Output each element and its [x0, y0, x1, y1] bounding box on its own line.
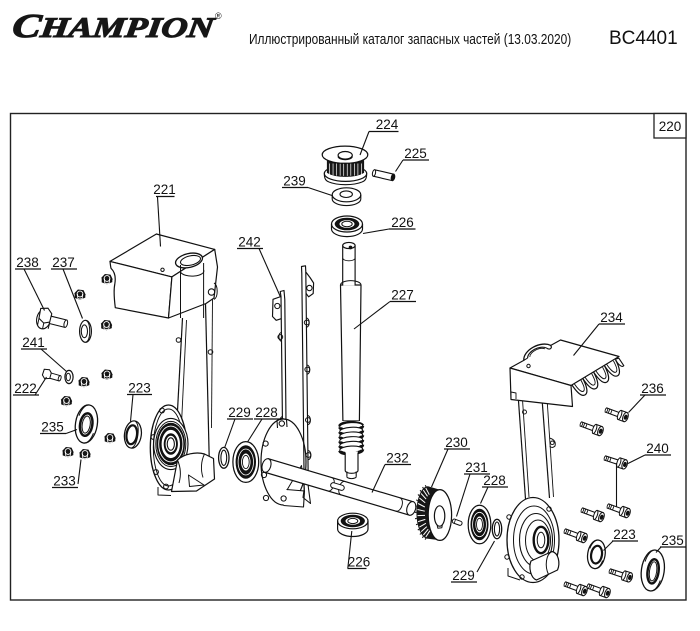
svg-text:223: 223 — [613, 527, 636, 542]
svg-text:222: 222 — [14, 381, 37, 396]
svg-text:238: 238 — [16, 255, 39, 270]
svg-text:231: 231 — [465, 460, 488, 475]
svg-text:227: 227 — [391, 288, 414, 303]
svg-text:228: 228 — [255, 405, 278, 420]
svg-text:221: 221 — [153, 182, 176, 197]
svg-text:226: 226 — [348, 555, 371, 570]
svg-text:240: 240 — [646, 441, 669, 456]
svg-text:234: 234 — [600, 310, 623, 325]
svg-text:237: 237 — [52, 255, 75, 270]
svg-text:225: 225 — [404, 146, 427, 161]
svg-text:226: 226 — [391, 215, 414, 230]
svg-text:233: 233 — [53, 474, 76, 489]
svg-text:242: 242 — [238, 235, 261, 250]
svg-text:232: 232 — [386, 451, 409, 466]
svg-text:228: 228 — [483, 473, 506, 488]
svg-text:241: 241 — [22, 335, 45, 350]
svg-text:229: 229 — [228, 405, 251, 420]
svg-text:220: 220 — [659, 119, 682, 134]
svg-text:223: 223 — [128, 381, 151, 396]
svg-text:236: 236 — [641, 381, 664, 396]
svg-text:235: 235 — [41, 420, 64, 435]
svg-text:235: 235 — [661, 533, 684, 548]
svg-text:230: 230 — [445, 435, 468, 450]
svg-text:229: 229 — [452, 568, 475, 583]
svg-text:224: 224 — [376, 117, 399, 132]
svg-text:239: 239 — [283, 174, 306, 189]
